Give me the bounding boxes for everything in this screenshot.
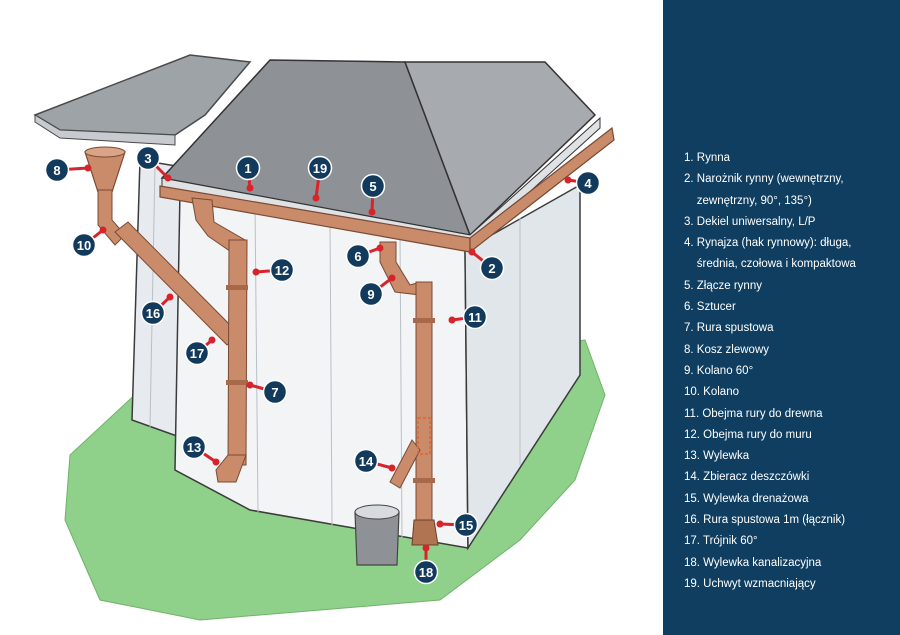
funnel (84, 151, 126, 193)
legend-panel: 1. Rynna 2. Narożnik rynny (wewnętrzny, z… (663, 0, 900, 635)
marker-number: 8 (53, 163, 60, 178)
marker-number: 11 (468, 310, 482, 325)
marker-number: 6 (354, 249, 361, 264)
marker-pointer-tip (368, 208, 376, 216)
legend-item: 13. Wylewka (684, 450, 750, 463)
marker-number: 9 (367, 287, 374, 302)
marker-number: 13 (187, 440, 201, 455)
legend-item: 2. Narożnik rynny (wewnętrzny, (684, 173, 844, 186)
marker-pointer-tip (99, 226, 107, 234)
marker-circle (360, 173, 386, 199)
marker-pointer-tip (388, 274, 396, 282)
marker-pointer-tip (166, 293, 174, 301)
marker-pointer-tip (422, 544, 430, 552)
marker-circle (479, 255, 505, 281)
marker-number: 18 (419, 565, 433, 580)
marker-pointer-tip (388, 464, 396, 472)
legend-item: 10. Kolano (684, 386, 739, 399)
legend-item: 3. Dekiel uniwersalny, L/P (684, 215, 816, 228)
legend-item: 7. Rura spustowa (684, 322, 774, 335)
legend-item: 1. Rynna (684, 152, 731, 164)
marker-pointer-tip (212, 458, 220, 466)
legend-item: 6. Sztucer (684, 301, 736, 314)
marker-number: 7 (271, 385, 278, 400)
marker-circle (181, 434, 207, 460)
side-gutter (469, 126, 615, 254)
marker-number: 17 (190, 346, 204, 361)
marker-number: 1 (244, 161, 251, 176)
marker-circle (140, 300, 166, 326)
marker-circle (307, 155, 333, 181)
marker-pointer-tip (246, 184, 254, 192)
drain-bucket (354, 511, 400, 566)
collector-indicator (417, 417, 431, 455)
marker-number: 12 (275, 263, 289, 278)
marker-circle (358, 281, 384, 307)
marker-pointer-tip (564, 176, 572, 184)
marker-circle (462, 304, 488, 330)
marker-circle (413, 559, 439, 585)
marker-pointer-tip (84, 164, 92, 172)
legend-item: 9. Kolano 60° (684, 364, 754, 377)
marker-circle (44, 157, 70, 183)
legend-item: 16. Rura spustowa 1m (łącznik) (684, 514, 846, 527)
marker-pointer-tip (164, 174, 172, 182)
marker-number: 16 (146, 306, 160, 321)
marker-circle (353, 448, 379, 474)
drain-outlet (411, 519, 439, 546)
marker-pointer-tip (376, 244, 384, 252)
marker-circle (235, 155, 261, 181)
funnel-rim (84, 146, 126, 158)
marker-pointer-tip (436, 520, 444, 528)
marker-number: 19 (313, 161, 327, 176)
legend-item: 18. Wylewka kanalizacyjna (684, 556, 822, 569)
marker-number: 15 (459, 518, 473, 533)
legend-item: 14. Zbieracz deszczówki (684, 471, 810, 484)
marker-number: 2 (488, 261, 495, 276)
marker-circle (71, 232, 97, 258)
marker-number: 10 (77, 238, 91, 253)
annex-roof-edge (34, 114, 176, 146)
marker-circle (184, 340, 210, 366)
marker-circle (135, 145, 161, 171)
marker-circle (575, 170, 601, 196)
legend-item: 15. Wylewka drenażowa (684, 492, 809, 505)
marker-pointer-tip (448, 316, 456, 324)
legend-item: 8. Kosz zlewowy (684, 343, 770, 356)
marker-pointer-tip (246, 381, 254, 389)
marker-number: 14 (359, 454, 374, 469)
marker-circle (262, 379, 288, 405)
main-roof-side (403, 61, 597, 237)
marker-circle (345, 243, 371, 269)
legend-item: 17. Trójnik 60° (684, 535, 758, 548)
drain-bucket-rim (354, 504, 400, 520)
marker-circle (453, 512, 479, 538)
legend-item: 12. Obejma rury do muru (684, 428, 812, 441)
pipe-clamps (226, 285, 435, 483)
right-downpipe (415, 281, 433, 521)
marker-number: 3 (144, 151, 151, 166)
legend-item: 19. Uchwyt wzmacniający (684, 577, 816, 590)
marker-number: 5 (369, 179, 376, 194)
legend-item: zewnętrzny, 90°, 135°) (684, 194, 812, 207)
legend-item: 4. Rynajza (hak rynnowy): długa, (684, 237, 852, 250)
main-downpipe (227, 239, 248, 466)
marker-circle (269, 257, 295, 283)
marker-pointer-tip (312, 194, 320, 202)
marker-pointer-tip (252, 268, 260, 276)
legend-item: 5. Złącze rynny (684, 279, 762, 292)
marker-number: 4 (584, 176, 592, 191)
legend-item: średnia, czołowa i kompaktowa (684, 258, 856, 271)
marker-pointer-tip (468, 248, 476, 256)
marker-pointer-tip (208, 336, 216, 344)
legend-item: 11. Obejma rury do drewna (684, 407, 823, 420)
legend-list: 1. Rynna 2. Narożnik rynny (wewnętrzny, z… (684, 148, 894, 595)
outlet-shoe (215, 454, 247, 483)
